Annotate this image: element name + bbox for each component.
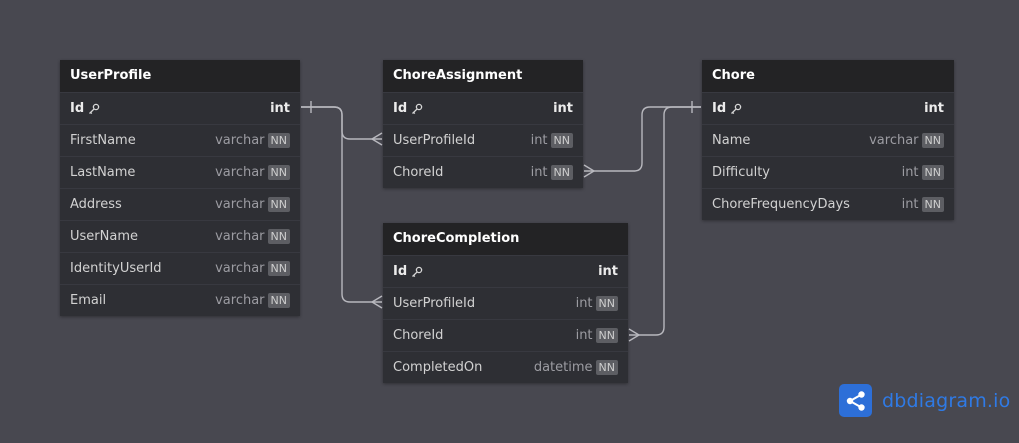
field-type: varchar: [215, 292, 265, 308]
field-type: varchar: [215, 228, 265, 244]
field-name: ChoreFrequencyDays: [712, 196, 850, 212]
not-null-badge: NN: [921, 197, 944, 212]
many-marker: [628, 328, 641, 342]
share-icon: [839, 384, 872, 417]
link-userprofile-chorecompletion: [301, 106, 382, 303]
table-header-chore[interactable]: Chore: [702, 60, 954, 92]
field-type: varchar: [215, 260, 265, 276]
not-null-badge: NN: [550, 165, 573, 180]
not-null-badge: NN: [595, 328, 618, 343]
field-name: Id: [70, 100, 85, 116]
not-null-badge: NN: [267, 261, 290, 276]
field-type: int: [553, 100, 573, 116]
field-row[interactable]: Id int: [702, 92, 954, 124]
key-icon: [412, 266, 423, 277]
field-type: varchar: [215, 196, 265, 212]
field-type: int: [270, 100, 290, 116]
brand-logo-link[interactable]: dbdiagram.io: [839, 384, 1010, 417]
many-marker: [370, 132, 383, 146]
field-type: int: [575, 327, 593, 343]
field-type: varchar: [869, 132, 919, 148]
not-null-badge: NN: [595, 296, 618, 311]
field-name: Id: [393, 263, 408, 279]
field-name: UserName: [70, 228, 138, 244]
field-name: UserProfileId: [393, 132, 476, 148]
not-null-badge: NN: [595, 360, 618, 375]
many-marker: [370, 295, 383, 309]
field-name: ChoreId: [393, 164, 444, 180]
key-icon: [89, 103, 100, 114]
field-row[interactable]: Id int: [383, 92, 583, 124]
field-type: int: [530, 132, 548, 148]
field-type: int: [924, 100, 944, 116]
field-name: IdentityUserId: [70, 260, 162, 276]
field-name: ChoreId: [393, 327, 444, 343]
field-row[interactable]: Id int: [60, 92, 300, 124]
many-marker: [583, 164, 596, 178]
field-name: UserProfileId: [393, 295, 476, 311]
table-header-userprofile[interactable]: UserProfile: [60, 60, 300, 92]
key-icon: [412, 103, 423, 114]
field-name: CompletedOn: [393, 359, 483, 375]
link-chorecompletion-chore: [629, 106, 701, 336]
field-type: int: [901, 164, 919, 180]
not-null-badge: NN: [550, 133, 573, 148]
table-header-choreassignment[interactable]: ChoreAssignment: [383, 60, 583, 92]
field-type: int: [575, 295, 593, 311]
field-type: int: [901, 196, 919, 212]
not-null-badge: NN: [267, 165, 290, 180]
not-null-badge: NN: [921, 133, 944, 148]
field-type: int: [530, 164, 548, 180]
field-type: varchar: [215, 164, 265, 180]
not-null-badge: NN: [267, 197, 290, 212]
table-header-chorecompletion[interactable]: ChoreCompletion: [383, 223, 628, 255]
field-name: Id: [393, 100, 408, 116]
brand-name: dbdiagram.io: [882, 389, 1011, 412]
field-name: LastName: [70, 164, 136, 180]
field-type: datetime: [533, 359, 593, 375]
field-name: FirstName: [70, 132, 136, 148]
not-null-badge: NN: [267, 229, 290, 244]
field-name: Id: [712, 100, 727, 116]
field-name: Name: [712, 132, 751, 148]
field-name: Email: [70, 292, 107, 308]
link-choreassignment-chore: [584, 106, 701, 172]
key-icon: [731, 103, 742, 114]
not-null-badge: NN: [267, 293, 290, 308]
not-null-badge: NN: [921, 165, 944, 180]
field-type: int: [598, 263, 618, 279]
link-userprofile-choreassignment: [301, 106, 382, 140]
field-row[interactable]: Id int: [383, 255, 628, 287]
field-type: varchar: [215, 132, 265, 148]
not-null-badge: NN: [267, 133, 290, 148]
field-name: Address: [70, 196, 122, 212]
field-name: Difficulty: [712, 164, 770, 180]
